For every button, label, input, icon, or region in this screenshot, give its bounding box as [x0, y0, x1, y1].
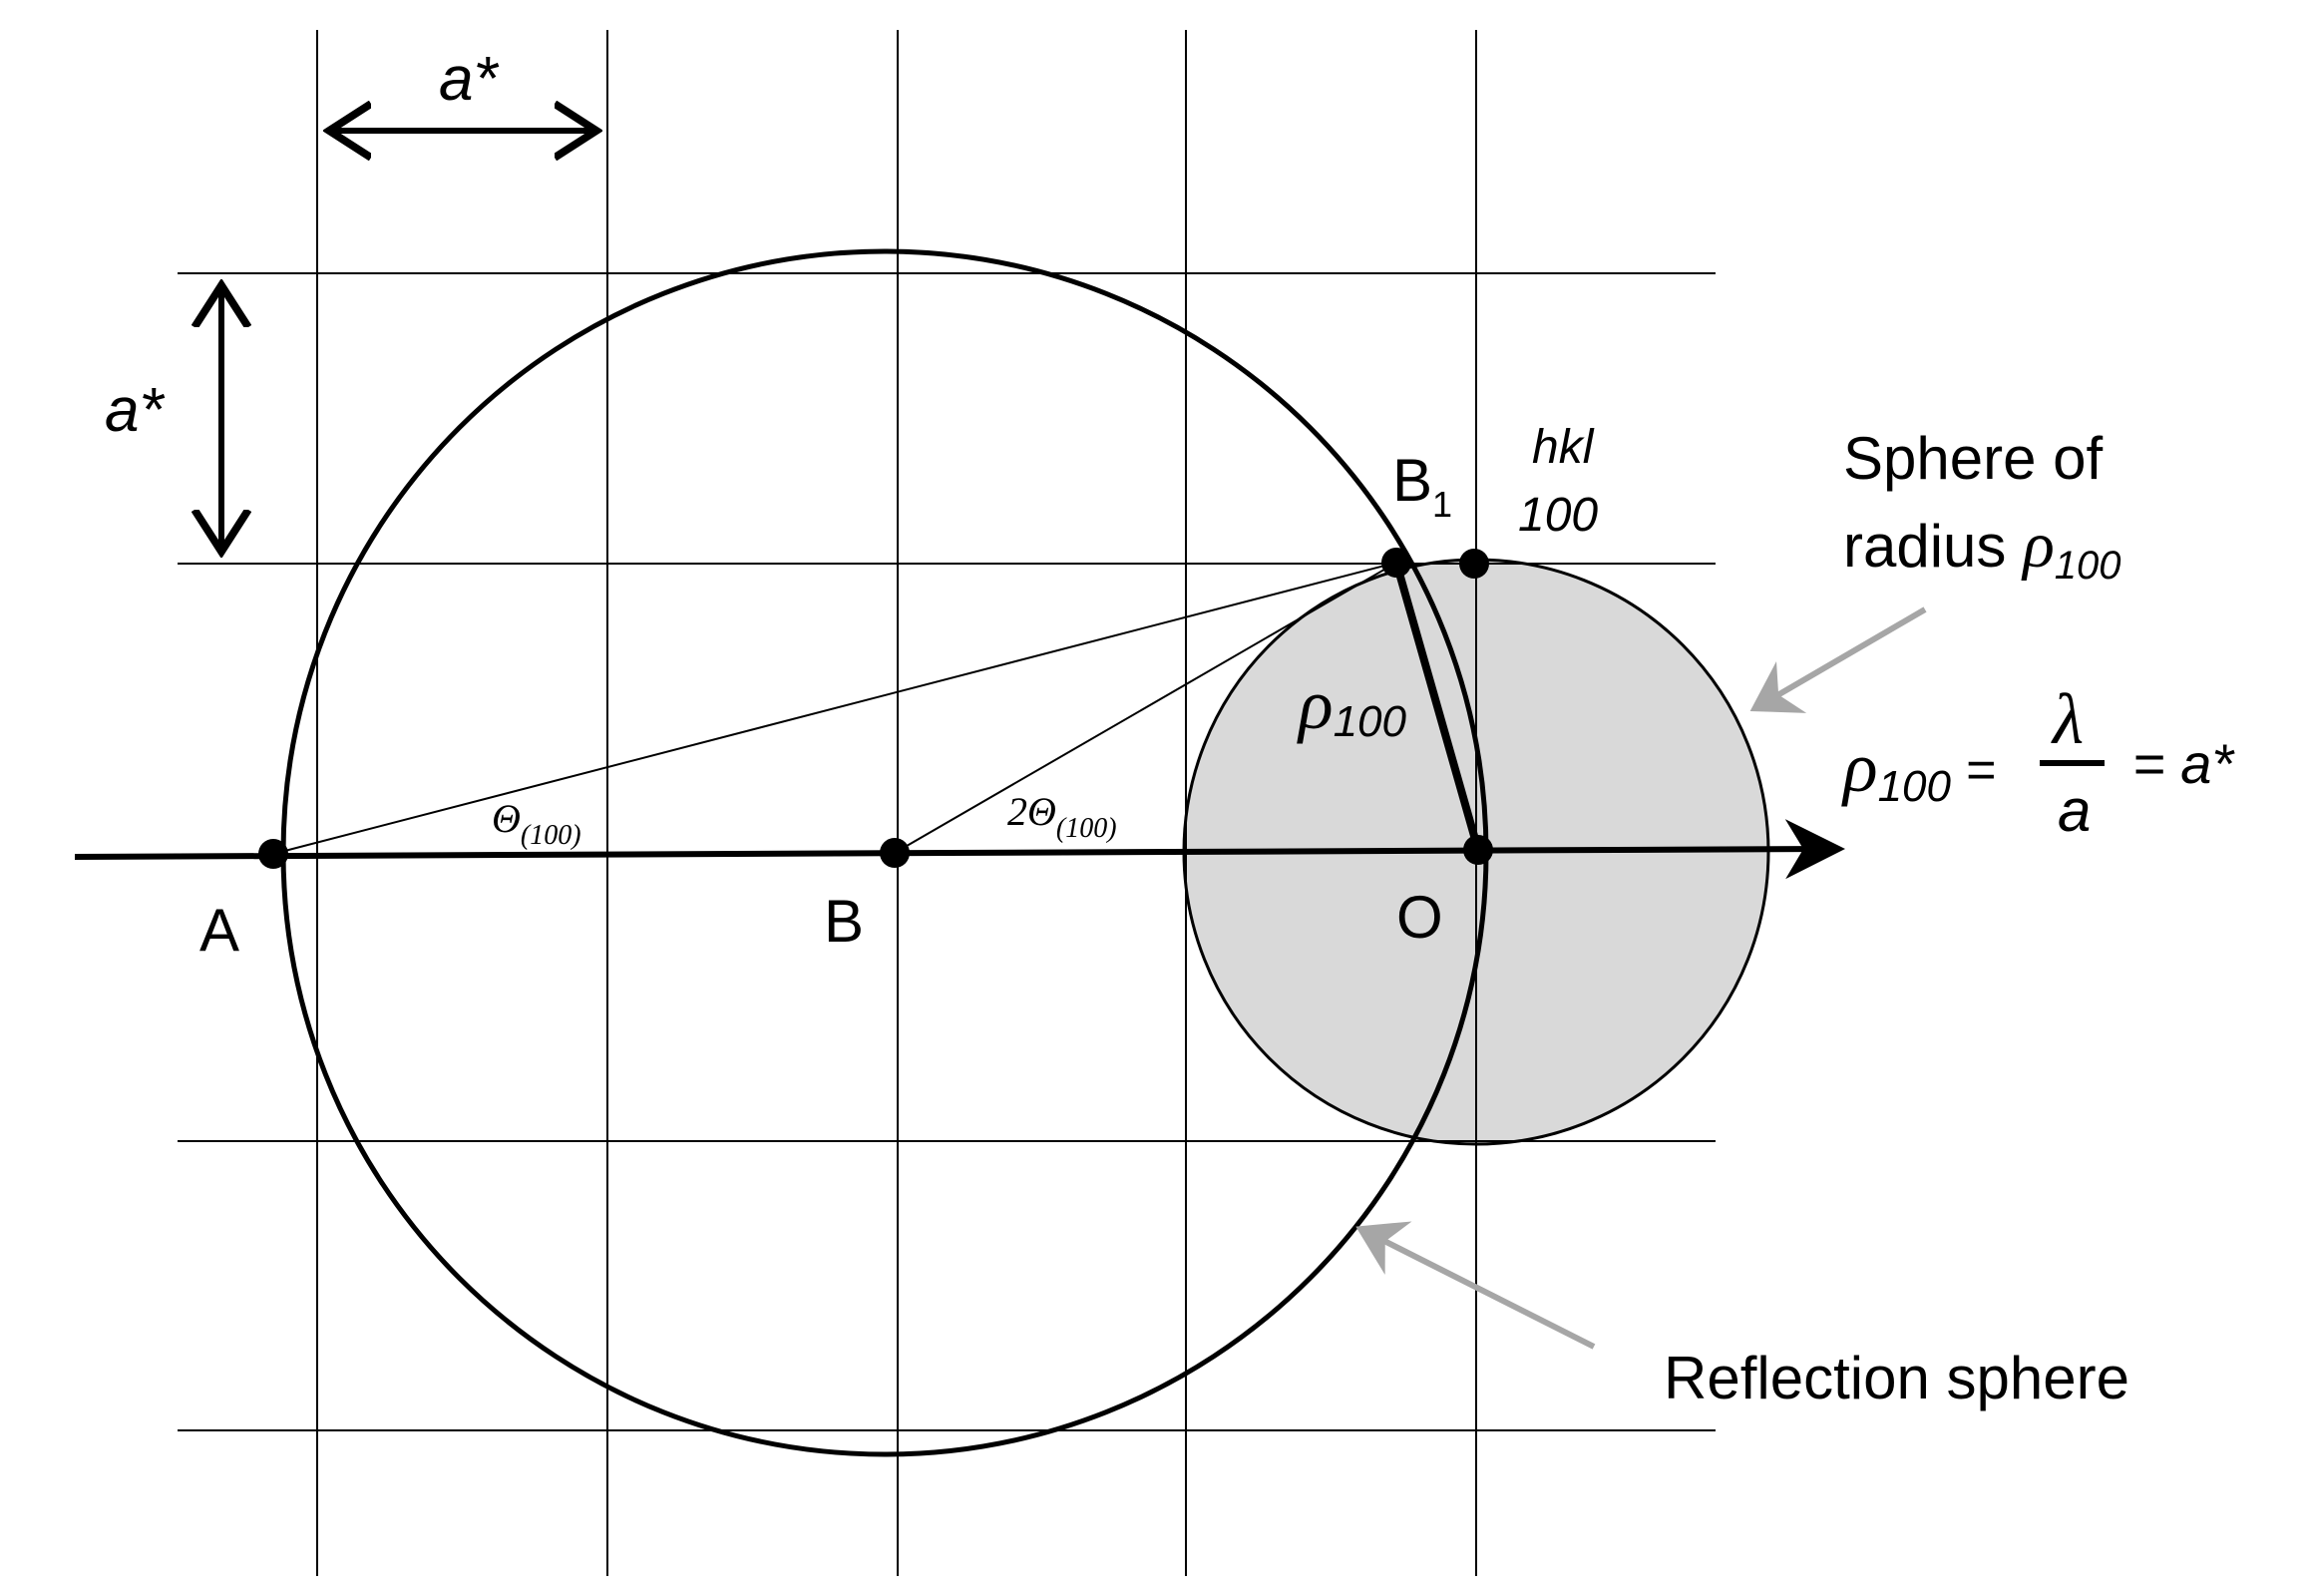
- label-B: B: [824, 888, 864, 955]
- point-B: [880, 838, 910, 868]
- sphere-annotation-line1: Sphere of: [1843, 425, 2104, 492]
- rho100-label: ρ100: [1297, 664, 1407, 746]
- hkl-value: 100: [1518, 489, 1598, 542]
- formula-numerator: λ: [2051, 679, 2084, 759]
- formula-lhs: ρ100 =: [1841, 727, 1996, 811]
- sphere-pointer-arrow: [1749, 606, 1927, 713]
- theta-label: Θ(100): [492, 796, 581, 851]
- hkl-label: hkl: [1532, 421, 1595, 474]
- point-A: [258, 839, 288, 869]
- point-O: [1463, 835, 1493, 865]
- formula-rhs: = a*: [2132, 732, 2235, 795]
- point-hkl-100: [1459, 549, 1489, 579]
- reflection-sphere-label: Reflection sphere: [1664, 1345, 2129, 1411]
- point-B1: [1381, 548, 1411, 578]
- rho-formula: ρ100 = λ a = a*: [1841, 679, 2235, 844]
- beam-axis-arrow: [74, 819, 1845, 880]
- sphere-annotation-line2: radius ρ100: [1843, 509, 2121, 588]
- two-theta-label: 2Θ(100): [1007, 789, 1117, 844]
- line-A-to-B1: [272, 562, 1397, 855]
- label-B1: B1: [1392, 447, 1452, 525]
- reflection-pointer-arrow: [1355, 1221, 1596, 1350]
- rho100-segment: [1392, 561, 1482, 852]
- formula-denominator: a: [2058, 777, 2091, 844]
- a-star-vertical-label: a*: [105, 376, 165, 445]
- a-star-horizontal-label: a*: [439, 45, 499, 114]
- label-A: A: [199, 897, 239, 964]
- line-B-to-B1: [894, 562, 1397, 854]
- label-O: O: [1396, 884, 1443, 951]
